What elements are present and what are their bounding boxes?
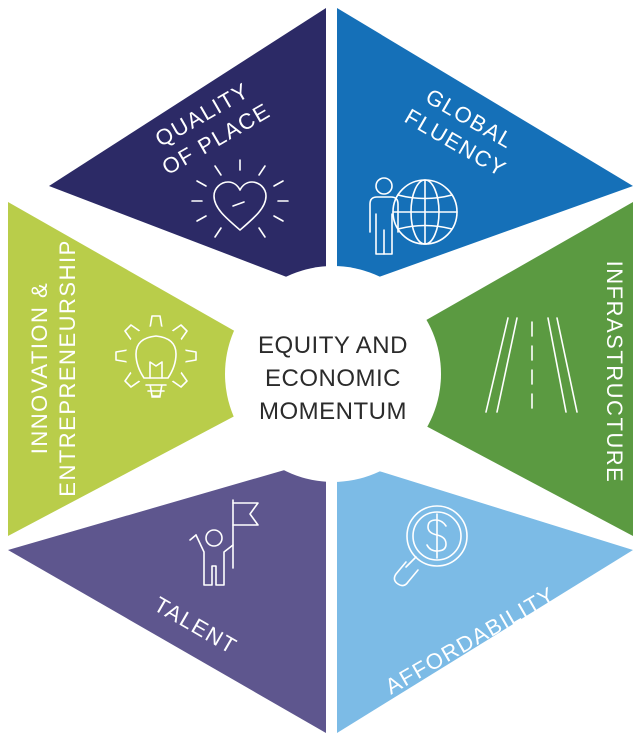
center-text-line-3: MOMENTUM [259, 398, 407, 425]
segment-affordability [337, 458, 633, 733]
segment-infrastructure [330, 202, 633, 536]
person-globe-icon [369, 177, 458, 255]
center-circle [225, 266, 441, 482]
infrastructure-label: INFRASTRUCTURE [602, 261, 627, 484]
lightbulb-gear-icon [115, 315, 197, 398]
wedge-quality-of-place [49, 8, 326, 292]
wedge-infrastructure [330, 202, 633, 536]
wedge-talent [8, 458, 326, 733]
innovation-label-line-1: INNOVATION & [27, 282, 52, 454]
dollar-magnifier-icon [393, 505, 468, 587]
center-text-line-2: ECONOMIC [265, 365, 401, 392]
segment-quality-of-place [49, 8, 326, 292]
innovation-label-line-2: ENTREPRENEURSHIP [55, 239, 80, 496]
segment-talent [8, 458, 326, 733]
heart-icon [191, 159, 289, 238]
road-icon [485, 317, 578, 413]
center-text-line-1: EQUITY AND [258, 332, 408, 359]
wedge-affordability [337, 458, 633, 733]
person-flag-icon [189, 499, 259, 586]
